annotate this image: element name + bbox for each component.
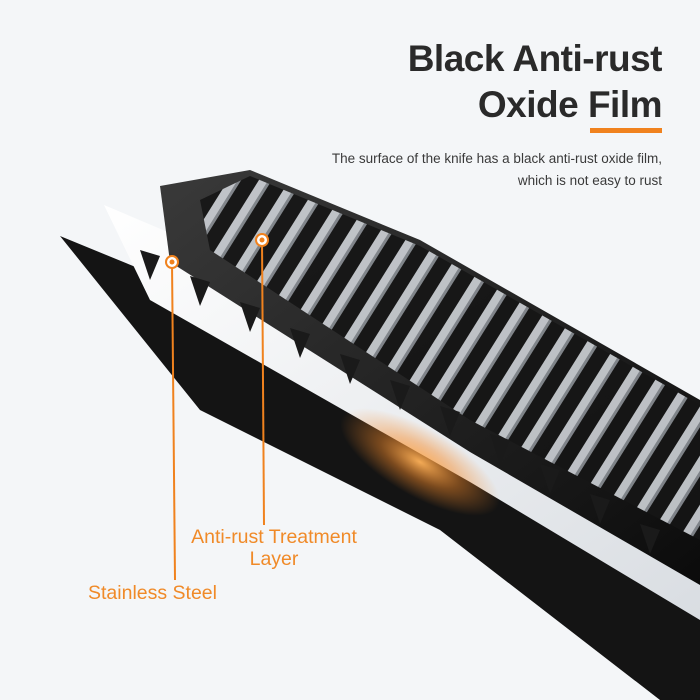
- callout-label-stainless-steel: Stainless Steel: [88, 582, 217, 604]
- feature-description: The surface of the knife has a black ant…: [331, 151, 662, 188]
- title-underline: [590, 128, 662, 133]
- callout-line-steel: [171, 261, 176, 581]
- callout-dot-icon: [165, 255, 179, 269]
- edge-glow: [340, 408, 500, 516]
- callout-line-treatment: [261, 239, 265, 526]
- page-title: Black Anti-rust Oxide Film: [407, 38, 663, 125]
- fluted-texture: [200, 176, 700, 540]
- serration-row: [140, 250, 660, 554]
- callout-label-treatment-layer: Anti-rust Treatment Layer: [191, 526, 357, 570]
- callout-dot-icon: [255, 233, 269, 247]
